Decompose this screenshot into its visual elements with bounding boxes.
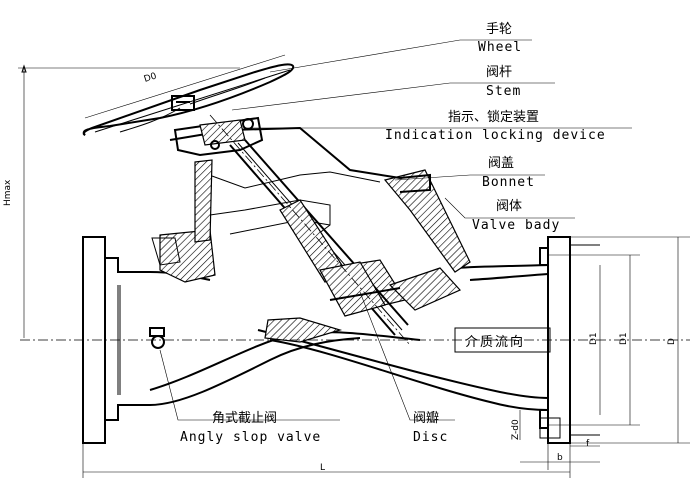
- d2-dim: D1: [619, 332, 629, 345]
- d-dim: D: [667, 338, 677, 345]
- height-dim: Hmax: [3, 179, 13, 206]
- length-dim: L: [320, 463, 325, 473]
- leader-lines: [159, 39, 632, 421]
- left-neck: [105, 257, 150, 421]
- d0-dim: D0: [143, 71, 158, 85]
- d1-dim: D1: [589, 332, 599, 345]
- center-lines: [20, 114, 690, 346]
- handwheel: [82, 63, 295, 136]
- f-dim: f: [586, 439, 590, 449]
- locking-device: [173, 116, 264, 157]
- z-d0-dim: Z-d0: [511, 419, 521, 440]
- dimension-lines: Hmax D0 D1 D1 D L b f Z-d0: [3, 54, 690, 478]
- b-dim: b: [557, 453, 563, 463]
- disc: [319, 261, 401, 317]
